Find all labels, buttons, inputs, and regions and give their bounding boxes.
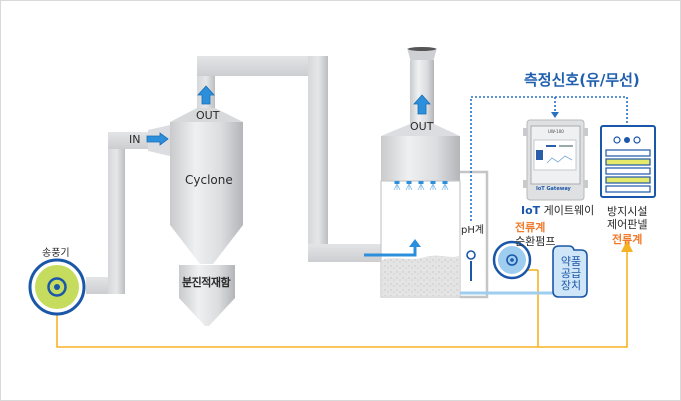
iot-gateway-device[interactable] <box>523 119 588 201</box>
pump-label: 순환펌프 <box>515 235 556 248</box>
chemical-supply-label: 약품 공급 장치 <box>560 256 582 292</box>
iot-case-label: IoT Gateway <box>536 186 571 192</box>
chemical-supply-line-1: 약품 <box>560 255 582 268</box>
ph-meter-label: pH계 <box>461 225 485 236</box>
inlet-duct <box>86 125 170 294</box>
spray-nozzle-icon <box>405 181 413 191</box>
control-panel-device[interactable] <box>600 125 656 198</box>
blower-label: 송풍기 <box>42 248 70 259</box>
control-panel-label: 방지시설 제어판넬 <box>607 205 647 231</box>
iot-gateway-name: 게이트웨이 <box>543 204 595 217</box>
chemical-supply-line-2: 공급 <box>560 267 582 280</box>
scrubber-in-arrow-icon <box>364 245 417 257</box>
control-panel-current-meter-label: 전류계 <box>612 233 643 246</box>
spray-nozzle-icon <box>441 181 449 191</box>
cyclone-out-label: OUT <box>196 109 220 122</box>
cyclone-in-label: IN <box>129 133 141 146</box>
signal-lines <box>470 96 628 221</box>
power-line <box>56 240 633 348</box>
spray-nozzle-icon <box>417 181 425 191</box>
scrubber-out-label: OUT <box>410 120 434 133</box>
spray-nozzle-icon <box>429 181 437 191</box>
signal-arrow-icon <box>551 112 559 118</box>
pump-current-meter-label: 전류계 <box>515 221 546 234</box>
control-panel-line-2: 제어판넬 <box>607 218 648 231</box>
scrubber-out-arrow-icon <box>413 94 431 115</box>
dust-hopper <box>179 265 235 298</box>
iot-brand: IoT <box>521 204 541 217</box>
dust-hopper-label: 분진적재함 <box>182 276 231 289</box>
cyclone-vessel <box>170 108 243 326</box>
blower[interactable] <box>28 258 86 316</box>
cyclone-in-arrow-icon <box>146 132 169 146</box>
cyclone-name: Cyclone <box>185 173 233 187</box>
iot-gateway-label: IoT 게이트웨이 <box>521 205 594 216</box>
flow-arrows <box>146 85 431 257</box>
circulation-pump[interactable] <box>460 240 560 295</box>
scrubber-tower <box>380 47 489 299</box>
spray-nozzles <box>393 181 449 191</box>
connecting-duct <box>197 56 382 262</box>
chemical-supply-unit[interactable] <box>552 245 588 298</box>
chemical-supply-line-3: 장치 <box>560 279 582 292</box>
cyclone-out-arrow-icon <box>197 85 215 105</box>
arrow-up-icon <box>621 240 633 252</box>
spray-nozzle-icon <box>393 181 401 191</box>
ph-meter <box>466 250 476 281</box>
control-panel-line-1: 방지시설 <box>607 205 648 218</box>
signal-title: 측정신호(유/무선) <box>524 71 640 89</box>
iot-screen-header: UW-100 <box>548 129 564 134</box>
